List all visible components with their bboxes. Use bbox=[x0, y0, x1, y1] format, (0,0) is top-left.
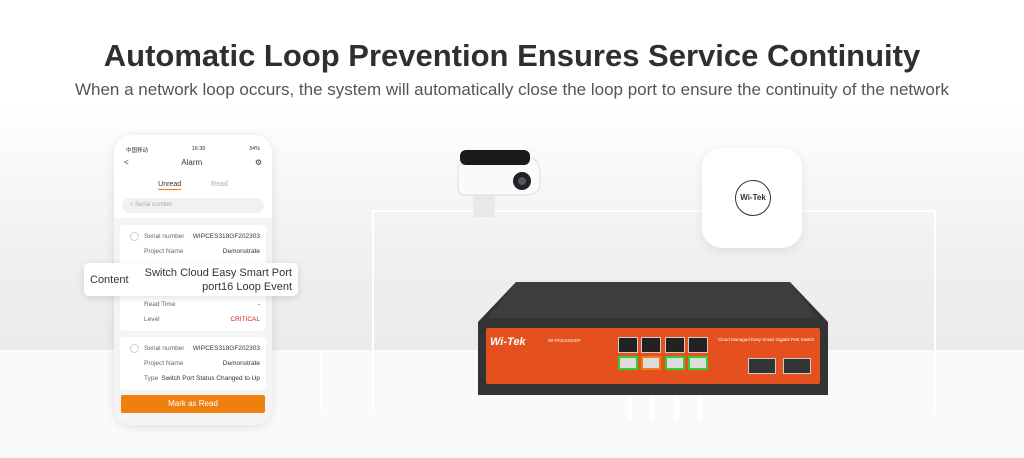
camera-icon bbox=[457, 150, 541, 217]
search-icon: ⌕ bbox=[130, 202, 136, 208]
switch-brand-logo: Wi-Tek bbox=[490, 336, 526, 348]
value: Demonstrate bbox=[222, 248, 260, 255]
value: - bbox=[257, 301, 260, 308]
ap-logo: Wi-Tek bbox=[735, 180, 771, 216]
search-input[interactable]: ⌕ Serial number bbox=[122, 198, 264, 213]
rj45-port bbox=[688, 337, 708, 353]
value: Demonstrate bbox=[222, 360, 260, 367]
label: Project Name bbox=[144, 248, 184, 255]
switch-description: Cloud Managed Easy Smart Gigabit PoE Swi… bbox=[717, 337, 814, 342]
switch-front-panel: Wi-Tek WI-PCES310GF Cloud Managed Easy S… bbox=[486, 328, 820, 384]
critical-badge: CRITICAL bbox=[230, 316, 260, 323]
rj45-port-active bbox=[665, 356, 685, 370]
network-line bbox=[372, 210, 936, 413]
network-line bbox=[320, 350, 360, 412]
tab-unread[interactable]: Unread bbox=[158, 181, 182, 190]
alarm-card[interactable]: Serial number WIPCES318GF202303 Project N… bbox=[120, 337, 266, 390]
gear-icon[interactable]: ⚙ bbox=[254, 158, 262, 167]
back-icon[interactable]: < bbox=[124, 158, 129, 167]
access-point: Wi-Tek bbox=[702, 148, 802, 248]
cable bbox=[675, 380, 679, 420]
select-radio[interactable] bbox=[130, 232, 139, 241]
search-placeholder: Serial number bbox=[135, 202, 173, 208]
label: Type bbox=[144, 375, 159, 382]
popup-label: Content bbox=[90, 274, 129, 286]
rj45-port-active bbox=[688, 356, 708, 370]
value: Switch Port Status Changed to Up bbox=[161, 375, 260, 382]
carrier: 中国移动 bbox=[126, 148, 149, 154]
rj45-port bbox=[641, 337, 661, 353]
rj45-port-active bbox=[618, 356, 638, 370]
page-title: Automatic Loop Prevention Ensures Servic… bbox=[103, 38, 921, 73]
label: Read Time bbox=[144, 301, 176, 308]
time: 16:36 bbox=[191, 146, 206, 152]
battery: 34% bbox=[248, 146, 260, 152]
mark-as-read-button[interactable]: Mark as Read bbox=[121, 395, 265, 413]
value: WIPCES318GF202303 bbox=[192, 345, 260, 352]
popup-value: Switch Cloud Easy Smart Port bbox=[144, 267, 292, 279]
tab-read[interactable]: Read bbox=[211, 181, 228, 188]
rj45-port bbox=[618, 337, 638, 353]
content-popup: Content Switch Cloud Easy Smart Port port… bbox=[84, 263, 298, 296]
switch-model: WI-PCES310GF bbox=[548, 338, 582, 343]
popup-value: port16 Loop Event bbox=[202, 281, 292, 293]
select-radio[interactable] bbox=[130, 344, 139, 353]
sfp-port bbox=[748, 358, 776, 374]
screen-title: Alarm bbox=[181, 158, 203, 167]
rj45-port bbox=[665, 337, 685, 353]
status-bar: 中国移动 16:36 34% bbox=[114, 135, 272, 154]
cable bbox=[628, 380, 632, 420]
value: WIPCES318GF202303 bbox=[192, 233, 260, 240]
poe-switch: Wi-Tek WI-PCES310GF Cloud Managed Easy S… bbox=[478, 282, 828, 395]
label: Project Name bbox=[144, 360, 184, 367]
label: Level bbox=[144, 316, 160, 323]
cable bbox=[650, 380, 654, 420]
rj45-port-looped bbox=[641, 356, 661, 370]
label: Serial number bbox=[144, 345, 185, 352]
cable bbox=[698, 380, 702, 420]
page-subtitle: When a network loop occurs, the system w… bbox=[74, 80, 950, 99]
sfp-port bbox=[783, 358, 811, 374]
label: Serial number bbox=[144, 233, 185, 240]
